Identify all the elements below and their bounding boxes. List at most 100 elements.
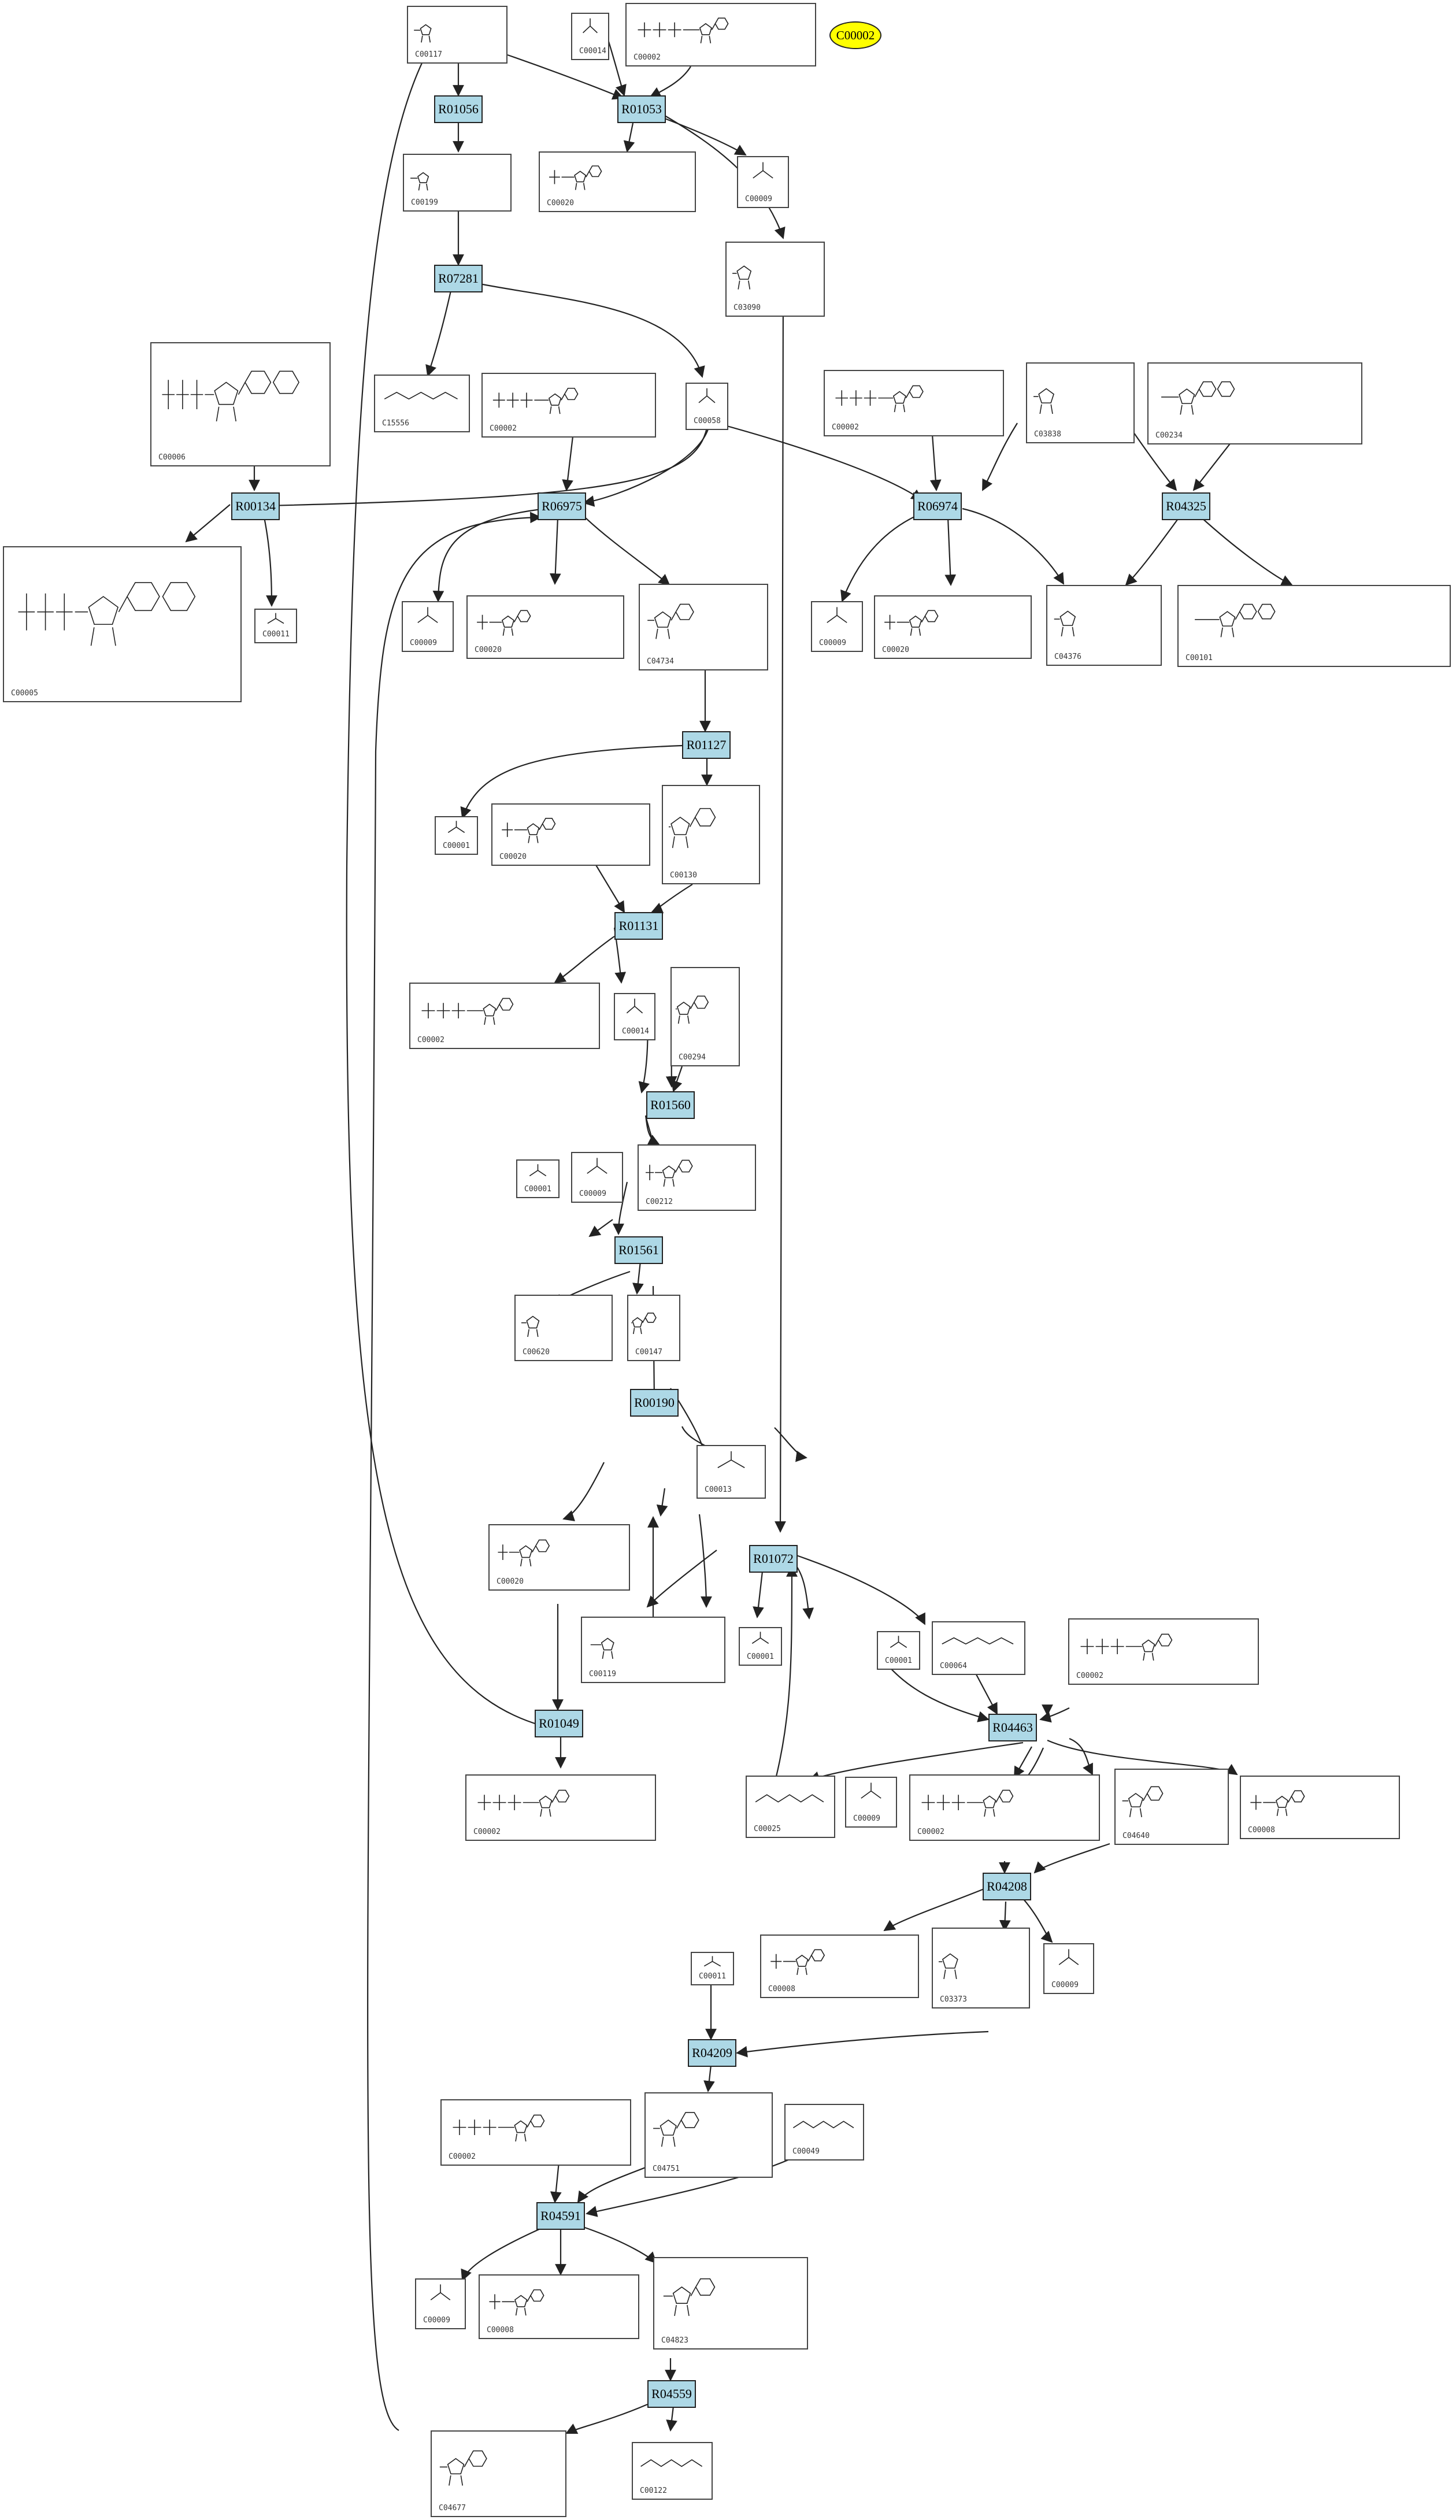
compound-c00020-d[interactable]: C00020 — [491, 803, 650, 866]
compound-c00001-a[interactable]: C00001 — [435, 816, 478, 855]
reaction-r04325[interactable]: R04325 — [1162, 492, 1210, 520]
compound-c00020-c[interactable]: C00020 — [874, 595, 1032, 659]
compound-c00002-e[interactable]: C00002 — [1068, 1618, 1259, 1685]
reaction-r04208[interactable]: R04208 — [983, 1873, 1031, 1900]
reaction-r01131[interactable]: R01131 — [614, 912, 663, 940]
compound-c00002-b[interactable]: C00002 — [481, 373, 656, 438]
compound-c00002-g[interactable]: C00002 — [909, 1774, 1100, 1841]
structure-drawing — [646, 1159, 693, 1187]
compound-c04376[interactable]: C04376 — [1046, 585, 1162, 666]
compound-c00101[interactable]: C00101 — [1177, 585, 1451, 667]
structure-drawing — [447, 821, 465, 833]
compound-c00009-d[interactable]: C00009 — [571, 1152, 623, 1203]
compound-c00130[interactable]: C00130 — [662, 785, 760, 884]
structure-drawing — [521, 1315, 540, 1337]
compound-c00020-b[interactable]: C00020 — [466, 595, 624, 659]
compound-id-label: C00009 — [1051, 1981, 1079, 1989]
structure-drawing — [1161, 381, 1235, 415]
reaction-r01072[interactable]: R01072 — [749, 1545, 798, 1573]
compound-c00620[interactable]: C00620 — [514, 1295, 613, 1361]
compound-c00117[interactable]: C00117 — [407, 6, 507, 64]
compound-c00002-top[interactable]: C00002 — [625, 3, 816, 66]
compound-c00234[interactable]: C00234 — [1147, 362, 1362, 444]
reaction-r00134[interactable]: R00134 — [231, 492, 280, 520]
compound-c00212[interactable]: C00212 — [638, 1144, 756, 1211]
reaction-r01049[interactable]: R01049 — [535, 1710, 583, 1737]
structure-drawing — [698, 388, 716, 403]
compound-c00020-e[interactable]: C00020 — [488, 1524, 630, 1591]
compound-c15556[interactable]: C15556 — [374, 375, 470, 432]
compound-c00011-b[interactable]: C00011 — [691, 1952, 734, 1985]
compound-id-label: C00212 — [646, 1198, 673, 1206]
structure-drawing — [717, 1451, 745, 1469]
compound-c00008-a[interactable]: C00008 — [1240, 1776, 1400, 1839]
compound-c00009-c[interactable]: C00009 — [811, 601, 863, 652]
compound-c00122[interactable]: C00122 — [632, 2442, 713, 2500]
compound-id-label: C00014 — [622, 1027, 649, 1036]
compound-c00002-h[interactable]: C00002 — [440, 2099, 631, 2166]
compound-c00058[interactable]: C00058 — [686, 383, 728, 430]
compound-c03838[interactable]: C03838 — [1026, 362, 1135, 443]
compound-c00009-f[interactable]: C00009 — [1043, 1943, 1094, 1994]
compound-c00147[interactable]: C00147 — [627, 1295, 680, 1361]
structure-drawing — [421, 998, 514, 1025]
compound-id-label: C00002 — [473, 1828, 501, 1836]
structure-drawing — [770, 1949, 825, 1975]
reaction-r06975[interactable]: R06975 — [538, 492, 586, 520]
compound-c00001-c[interactable]: C00001 — [739, 1627, 782, 1666]
compound-c04734[interactable]: C04734 — [639, 584, 768, 670]
compound-c04640[interactable]: C04640 — [1114, 1769, 1229, 1845]
reaction-r04463[interactable]: R04463 — [988, 1714, 1037, 1741]
reaction-r01053[interactable]: R01053 — [617, 95, 666, 123]
reaction-r04559[interactable]: R04559 — [647, 2380, 696, 2408]
compound-c00119[interactable]: C00119 — [581, 1617, 725, 1683]
structure-drawing — [884, 610, 939, 636]
compound-c00020-a[interactable]: C00020 — [539, 151, 696, 212]
compound-c03090[interactable]: C03090 — [725, 242, 825, 317]
reaction-r01127[interactable]: R01127 — [682, 731, 731, 759]
structure-drawing — [1054, 610, 1076, 637]
reaction-r07281[interactable]: R07281 — [434, 265, 483, 292]
structure-drawing — [703, 1956, 721, 1967]
reaction-r01056[interactable]: R01056 — [434, 95, 483, 123]
legend-compound-c00002: C00002 — [829, 21, 881, 49]
compound-c00025[interactable]: C00025 — [746, 1776, 835, 1838]
compound-c00009-g[interactable]: C00009 — [415, 2278, 466, 2329]
compound-c00011-a[interactable]: C00011 — [254, 609, 297, 643]
compound-c04823[interactable]: C04823 — [653, 2257, 808, 2349]
compound-c00014-b[interactable]: C00014 — [614, 993, 655, 1040]
compound-c00199[interactable]: C00199 — [403, 154, 512, 212]
compound-id-label: C00058 — [694, 417, 721, 425]
compound-c00008-b[interactable]: C00008 — [760, 1935, 919, 1998]
compound-c00002-c[interactable]: C00002 — [824, 370, 1004, 436]
reaction-r01561[interactable]: R01561 — [614, 1236, 663, 1264]
compound-c00009-e[interactable]: C00009 — [845, 1777, 897, 1828]
compound-c00014-a[interactable]: C00014 — [571, 13, 609, 60]
compound-id-label: C00009 — [410, 639, 437, 647]
compound-id-label: C04823 — [661, 2336, 688, 2345]
reaction-r06974[interactable]: R06974 — [913, 492, 962, 520]
compound-c00294[interactable]: C00294 — [670, 967, 740, 1066]
compound-id-label: C00001 — [524, 1185, 551, 1194]
compound-c00001-b[interactable]: C00001 — [516, 1159, 560, 1198]
structure-drawing — [890, 1636, 907, 1648]
compound-c00002-d[interactable]: C00002 — [409, 983, 600, 1049]
compound-c00001-d[interactable]: C00001 — [877, 1631, 920, 1670]
compound-c00013[interactable]: C00013 — [696, 1445, 766, 1499]
compound-c00002-f[interactable]: C00002 — [465, 1774, 656, 1841]
compound-c00009-b[interactable]: C00009 — [402, 601, 454, 652]
compound-c04677[interactable]: C04677 — [431, 2430, 566, 2517]
reaction-r00190[interactable]: R00190 — [630, 1389, 679, 1417]
compound-c00064[interactable]: C00064 — [932, 1621, 1025, 1675]
reaction-r01560[interactable]: R01560 — [646, 1091, 695, 1119]
reaction-r04209[interactable]: R04209 — [688, 2039, 736, 2067]
compound-id-label: C00064 — [940, 1662, 967, 1670]
compound-c00005[interactable]: C00005 — [3, 546, 242, 702]
compound-c00006[interactable]: C00006 — [150, 342, 331, 466]
compound-c00009-a[interactable]: C00009 — [737, 156, 789, 208]
compound-c00049[interactable]: C00049 — [784, 2104, 864, 2160]
compound-c03373[interactable]: C03373 — [932, 1928, 1030, 2008]
compound-c00008-c[interactable]: C00008 — [479, 2274, 639, 2339]
compound-c04751[interactable]: C04751 — [644, 2092, 773, 2178]
reaction-r04591[interactable]: R04591 — [536, 2202, 585, 2230]
